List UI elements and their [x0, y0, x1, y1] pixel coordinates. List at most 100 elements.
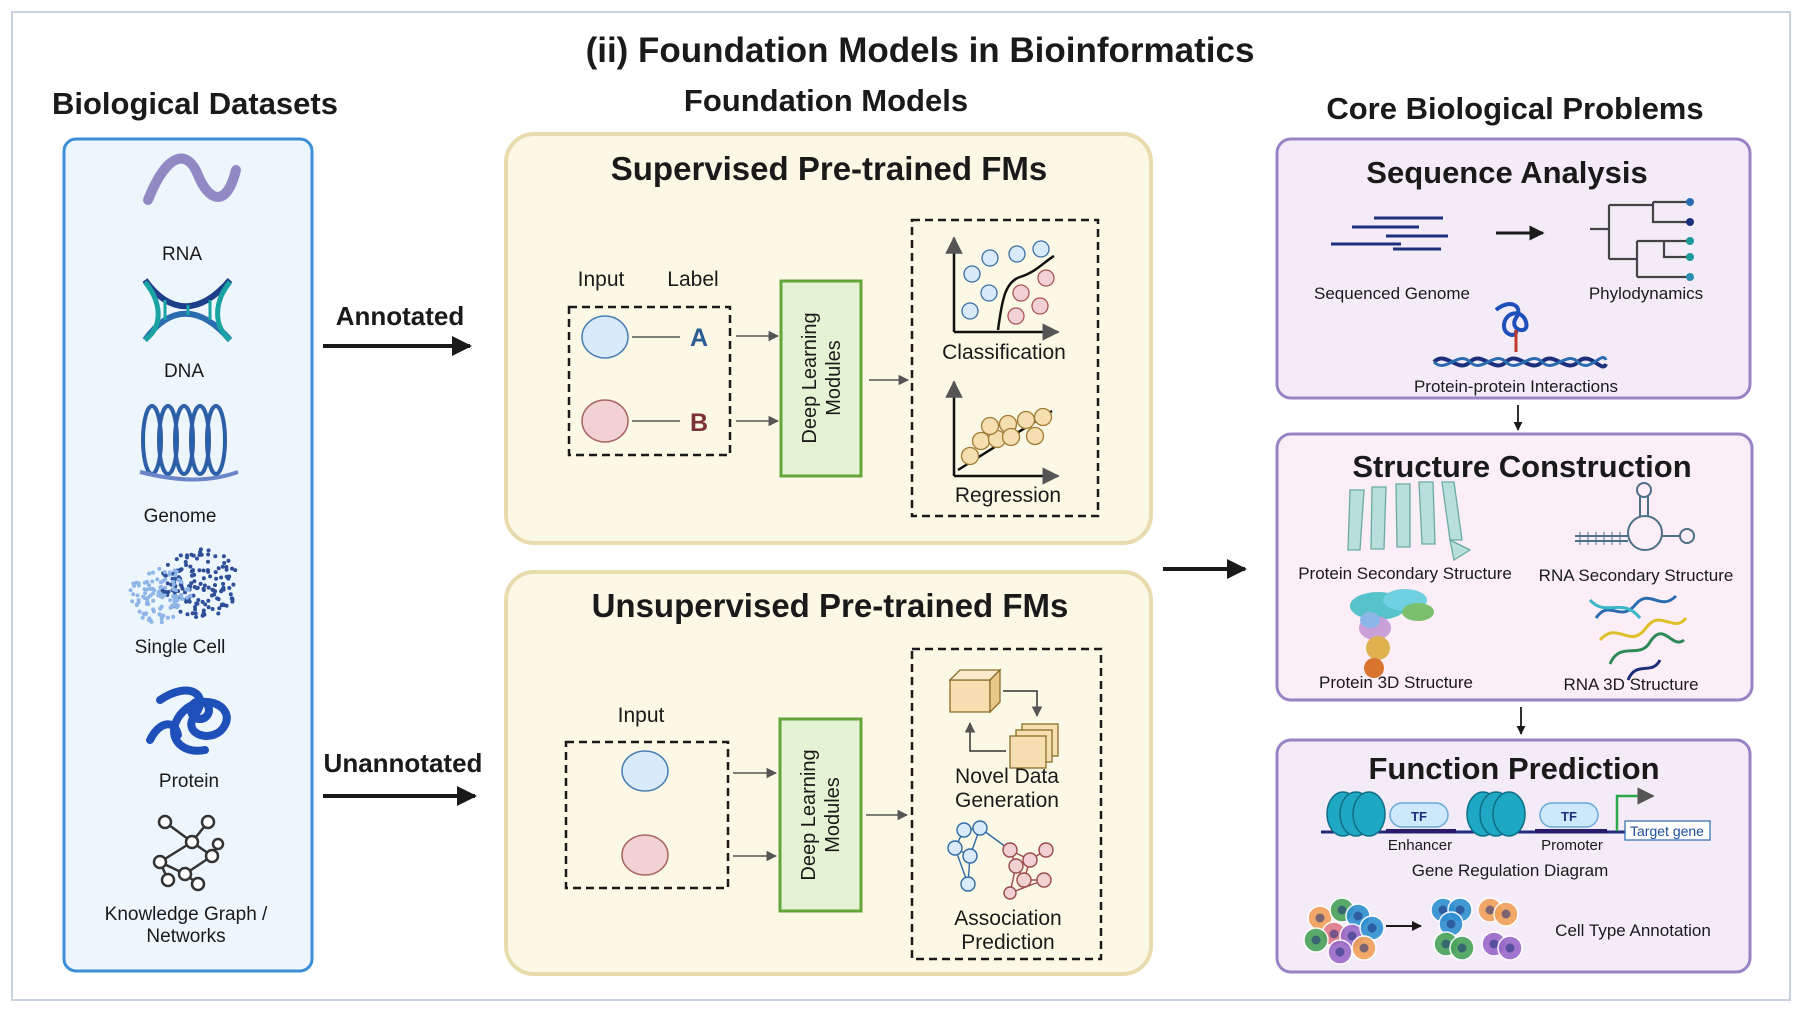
cell-dot	[190, 573, 194, 578]
cell-dot	[233, 568, 238, 573]
cell-dot	[202, 583, 207, 588]
association-label-line2: Prediction	[961, 931, 1054, 954]
classification-label: Classification	[942, 341, 1066, 364]
sequenced-genome-label: Sequenced Genome	[1314, 284, 1470, 303]
cell-dot	[143, 591, 148, 596]
structure-title: Structure Construction	[1352, 449, 1691, 484]
enhancer-label: Enhancer	[1388, 837, 1452, 854]
cell-nucleus	[1441, 939, 1451, 949]
cell-dot	[150, 579, 155, 584]
cell-dot	[230, 599, 235, 604]
cell-nucleus	[1485, 905, 1495, 915]
cell-dot	[221, 581, 226, 586]
association-network-icon	[947, 820, 1054, 900]
label-a: A	[690, 324, 708, 352]
cell-dot	[131, 592, 136, 597]
cell-dot	[180, 596, 185, 601]
cell-dot	[158, 584, 163, 589]
unsupervised-input-red	[621, 834, 669, 876]
cell-dot	[210, 587, 215, 592]
cell-dot	[161, 613, 166, 618]
dataset-label-protein: Protein	[159, 771, 219, 792]
cell-nucleus	[1347, 931, 1357, 941]
promoter-label: Promoter	[1541, 837, 1603, 854]
cell-dot	[185, 595, 190, 600]
sequence-panel	[1275, 137, 1752, 400]
cell-dot	[146, 602, 151, 606]
cell-dot	[197, 568, 202, 573]
cell-dot	[135, 593, 140, 598]
cell-dot	[165, 581, 170, 586]
cell-dot	[224, 603, 229, 608]
cell-nucleus	[1359, 943, 1369, 953]
cell-dot	[165, 615, 170, 620]
dataset-label-networks: Networks	[146, 926, 225, 947]
cell-dot	[185, 612, 190, 617]
rna-3d-structure-icon	[1588, 594, 1688, 681]
phylodynamics-label: Phylodynamics	[1589, 284, 1703, 303]
cell-dot	[226, 558, 231, 563]
cell-dot	[206, 548, 211, 553]
cell-nucleus	[1455, 905, 1465, 915]
transcription-arrow	[1615, 787, 1655, 831]
classification-plot	[945, 236, 1060, 341]
protein-fold-icon	[146, 686, 231, 755]
dna-helix-icon	[142, 278, 233, 342]
function-title: Function Prediction	[1368, 751, 1659, 786]
tf-enhancer-blob	[1389, 802, 1449, 828]
cell-dot	[196, 598, 201, 602]
cell-dot	[224, 567, 229, 572]
supervised-title: Supervised Pre-trained FMs	[611, 150, 1047, 187]
cell-dot	[174, 557, 179, 562]
genome-coil-icon	[139, 404, 239, 482]
cell-nucleus	[1457, 943, 1467, 953]
cell-dot	[172, 568, 177, 573]
cell-dot	[158, 580, 163, 585]
cell-dot	[210, 607, 215, 611]
target-gene-box	[1624, 820, 1711, 841]
cell-dot	[134, 603, 139, 608]
cell-dot	[227, 586, 232, 590]
cell-dot	[176, 577, 181, 582]
sequence-title: Sequence Analysis	[1366, 155, 1647, 190]
supervised-dl-line2: Modules	[823, 340, 845, 416]
cell-dot	[192, 579, 197, 584]
rna-secondary-label: RNA Secondary Structure	[1539, 566, 1734, 585]
supervised-output-box	[910, 218, 1100, 518]
cell-dot	[172, 598, 177, 602]
network-graph-icon	[152, 814, 225, 892]
datasets-heading: Biological Datasets	[52, 86, 338, 121]
cell-dot	[159, 620, 164, 625]
cell-dot	[149, 586, 154, 591]
cell-nucleus	[1329, 929, 1339, 939]
cell-dot	[197, 553, 202, 557]
cell-dot	[206, 559, 210, 564]
cell-dot	[174, 588, 179, 593]
cell-dot	[170, 604, 174, 609]
supervised-label-label: Label	[667, 268, 718, 291]
cell-dot	[178, 593, 183, 597]
cell-dot	[178, 609, 183, 614]
figure-title: (ii) Foundation Models in Bioinformatics	[586, 31, 1255, 70]
cell-dot	[171, 594, 176, 599]
cell-dot	[194, 615, 199, 619]
cell-nucleus	[1489, 939, 1499, 949]
cell-dot	[198, 581, 203, 586]
unsupervised-dl-module	[778, 717, 863, 913]
cell-dot	[213, 570, 218, 575]
cell-dot	[205, 568, 210, 573]
cell-dot	[191, 593, 196, 598]
supervised-input-blue	[581, 315, 629, 359]
cell-dot	[151, 570, 155, 575]
cell-dot	[191, 553, 196, 558]
tf-label-enhancer: TF	[1411, 809, 1427, 824]
protein-3d-structure-icon	[1350, 589, 1434, 678]
cell-dot	[221, 585, 226, 590]
unsupervised-output-box	[910, 647, 1103, 961]
cell-nucleus	[1505, 943, 1515, 953]
regression-label: Regression	[955, 484, 1061, 507]
protein-interaction-icon	[1432, 302, 1608, 369]
cell-dot	[188, 593, 193, 598]
cell-dot	[159, 604, 164, 609]
cell-dot	[142, 587, 147, 592]
